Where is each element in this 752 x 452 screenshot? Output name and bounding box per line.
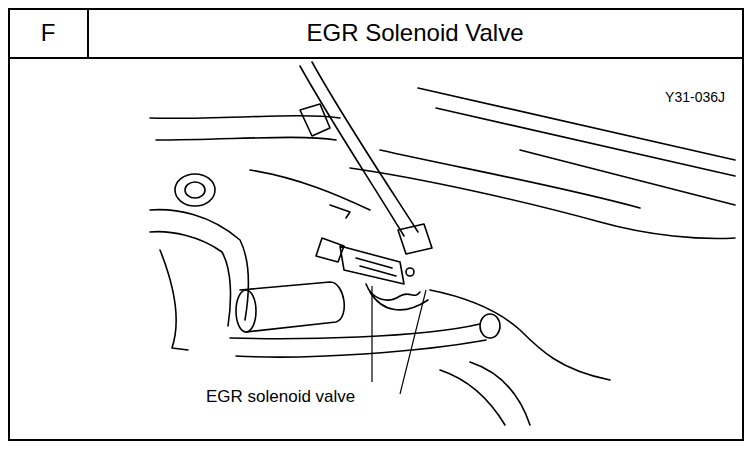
figure-code: Y31-036J <box>663 89 727 105</box>
valve-wire <box>370 292 428 310</box>
figure-title: EGR Solenoid Valve <box>306 19 523 47</box>
pipe <box>150 232 230 326</box>
header-divider <box>87 9 89 58</box>
hose <box>440 370 505 425</box>
panel-edge <box>436 108 735 176</box>
cylinder-end <box>236 290 256 332</box>
hose <box>230 324 480 339</box>
frame <box>9 9 743 440</box>
cable-boot <box>398 224 432 254</box>
leader-line <box>400 290 426 394</box>
hose <box>236 340 486 357</box>
tray-edge <box>380 150 640 208</box>
valve-detail <box>356 258 396 276</box>
part-name: EGR solenoid valve <box>204 387 357 407</box>
valve-terminal <box>406 268 414 276</box>
header-rule <box>9 57 743 59</box>
cable <box>312 62 418 232</box>
hose-end <box>480 314 500 338</box>
hose-ring <box>175 174 215 206</box>
leader-lines <box>372 286 426 394</box>
hose <box>156 137 336 140</box>
leader-line <box>371 286 372 382</box>
hose <box>150 116 340 119</box>
hose <box>250 170 370 210</box>
hose <box>430 290 610 380</box>
section-letter: F <box>39 19 58 47</box>
panel-edge <box>520 150 735 205</box>
valve-bracket <box>316 238 344 262</box>
hose-ring <box>185 182 205 198</box>
hose <box>470 362 530 425</box>
cable <box>300 66 404 236</box>
valve-body <box>340 246 404 284</box>
engine-parts <box>150 62 735 425</box>
panel-edge <box>418 88 735 160</box>
clip <box>330 205 350 218</box>
hand <box>160 250 188 350</box>
